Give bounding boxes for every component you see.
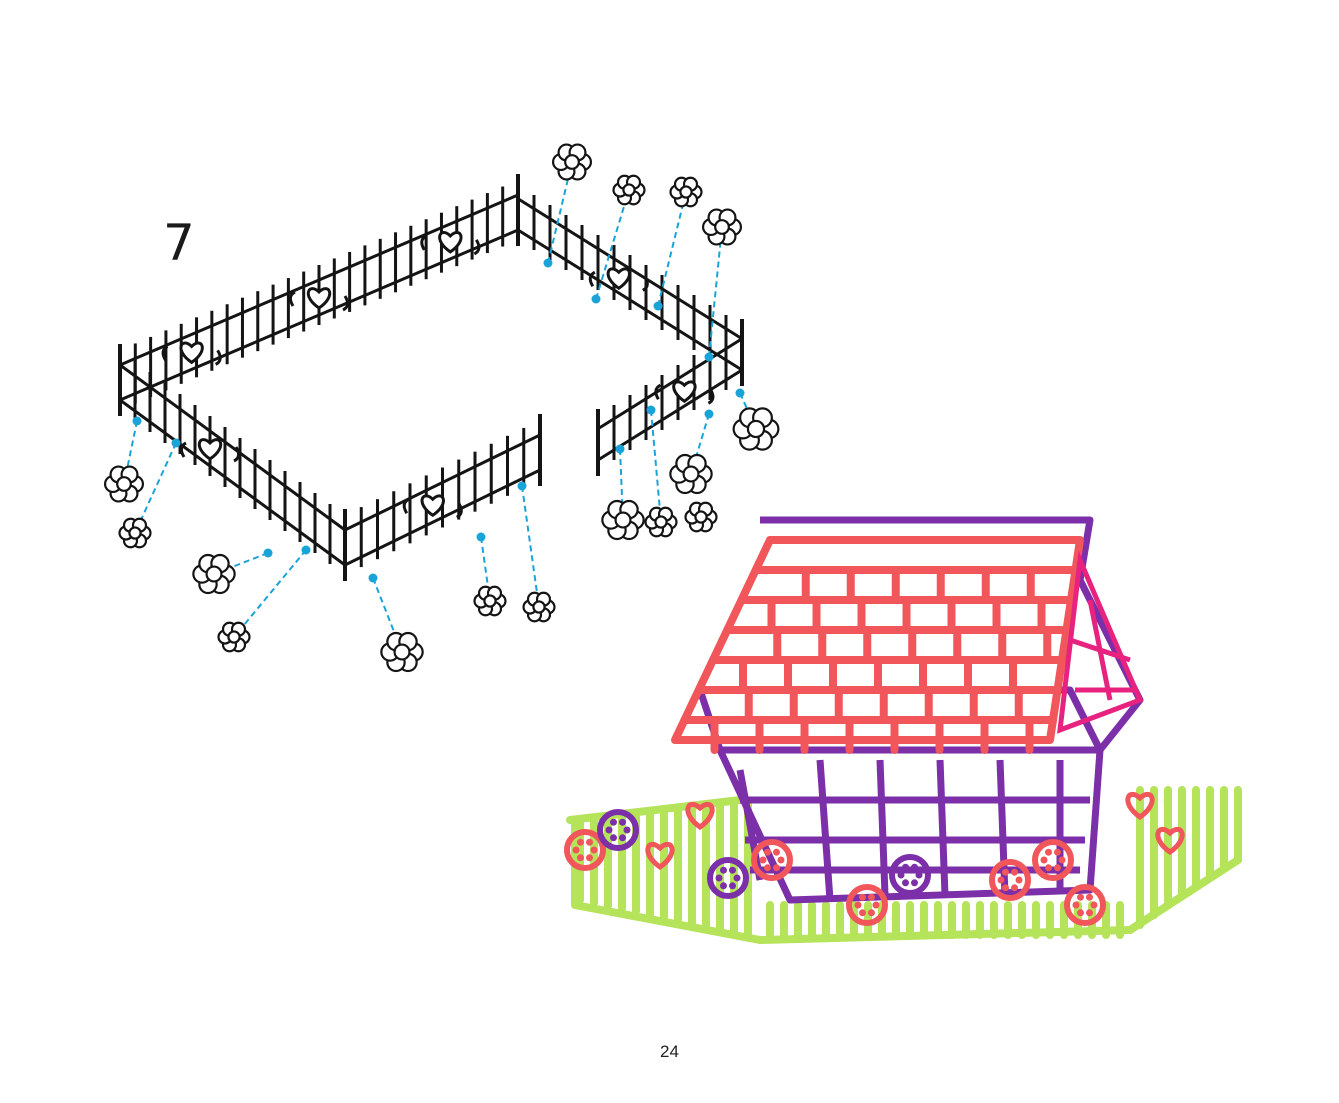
fence-panel-back-left: [118, 174, 520, 416]
step-number: 7: [163, 214, 195, 272]
photo-flower-icon: [889, 854, 931, 896]
photo-flower-icon: [1064, 884, 1106, 926]
photo-flower-icon: [846, 884, 888, 926]
photo-flower-icon: [1032, 839, 1074, 881]
page-number: 24: [660, 1042, 679, 1061]
flower-icon: [380, 631, 424, 673]
photo-heart-icon: [645, 841, 675, 871]
flower-icon: [669, 453, 713, 495]
flower-icon: [473, 585, 507, 617]
photo-flower-icon: [564, 829, 606, 871]
photo-heart-icon: [1155, 826, 1185, 856]
fence-panel-front-left: [118, 344, 347, 581]
flower-decorations: [103, 143, 780, 673]
flower-icon: [118, 517, 152, 549]
photo-flower-icon: [707, 857, 749, 899]
flower-icon: [684, 501, 718, 533]
photo-flower-icon: [751, 839, 793, 881]
fence-panel-front-middle: [343, 414, 542, 581]
photo-heart-icon: [1125, 791, 1155, 821]
flower-icon: [551, 143, 593, 181]
photo-flower-icon: [989, 859, 1031, 901]
finished-model-photo: [564, 516, 1242, 945]
flower-icon: [669, 176, 703, 208]
flower-icon: [701, 208, 743, 246]
flower-icon: [612, 174, 646, 206]
flower-icon: [217, 621, 251, 653]
roof-side-pink: [1057, 550, 1144, 734]
photo-flower-decorations: [564, 791, 1185, 926]
flower-icon: [601, 499, 645, 541]
photo-flower-icon: [597, 809, 639, 851]
flower-icon: [103, 465, 145, 503]
photo-heart-icon: [685, 801, 715, 831]
flower-icon: [644, 506, 678, 538]
flower-icon: [192, 553, 236, 595]
flower-icon: [732, 407, 780, 451]
flower-icon: [522, 591, 556, 623]
roof: [671, 536, 1084, 754]
